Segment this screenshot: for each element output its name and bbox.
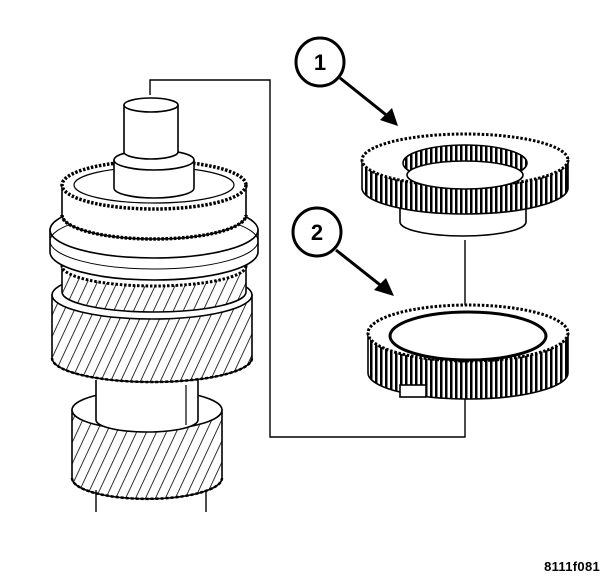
callout-1: 1 — [294, 36, 398, 126]
callout-1-number: 1 — [314, 50, 326, 75]
synchronizer-ring-with-cone-icon — [360, 132, 570, 237]
synchronizer-ring-icon — [366, 303, 570, 400]
output-shaft — [123, 97, 179, 160]
callout-2-number: 2 — [311, 220, 323, 245]
callout-2: 2 — [291, 206, 394, 296]
gear-shaft-assembly-icon — [49, 97, 259, 512]
figure-code: 8111f081 — [544, 559, 600, 574]
